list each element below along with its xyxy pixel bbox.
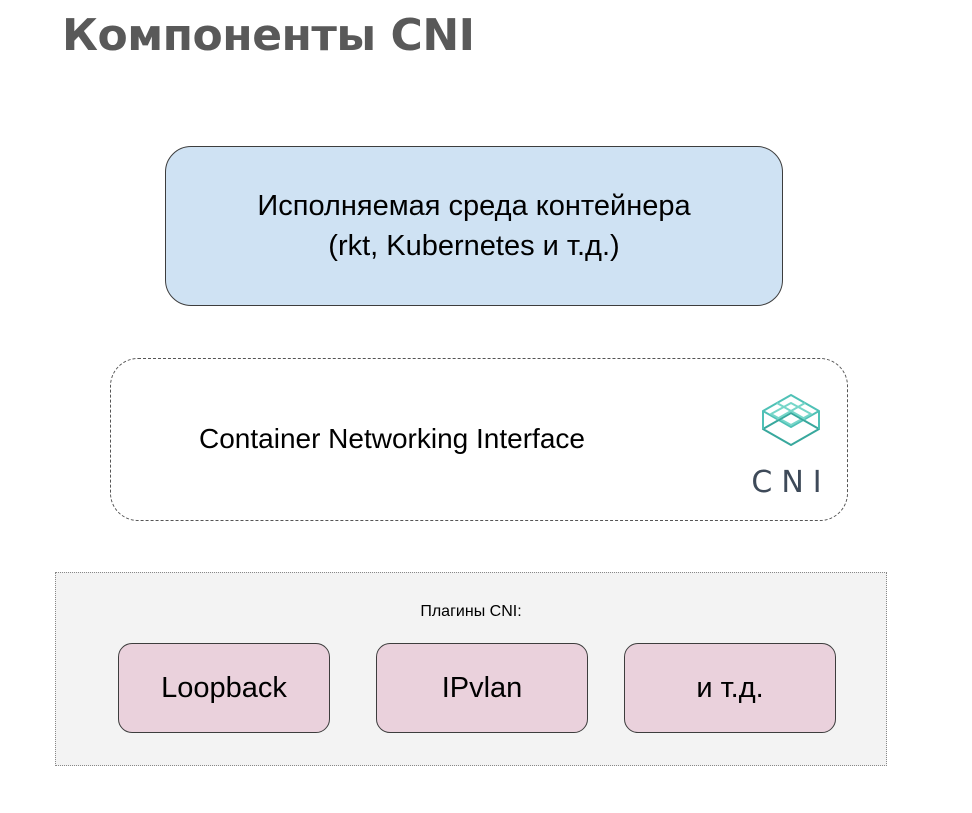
cni-box: Container Networking Interface CNI <box>110 358 848 521</box>
plugin-ipvlan: IPvlan <box>376 643 588 733</box>
runtime-line-1: Исполняемая среда контейнера <box>257 190 691 222</box>
cni-logo: CNI <box>741 387 841 505</box>
cni-logo-icon <box>762 394 820 446</box>
page-title: Компоненты CNI <box>62 10 475 61</box>
runtime-line-2: (rkt, Kubernetes и т.д.) <box>328 230 620 262</box>
plugins-panel: Плагины CNI: Loopback IPvlan и т.д. <box>55 572 887 766</box>
container-runtime-box: Исполняемая среда контейнера (rkt, Kuber… <box>165 146 783 306</box>
cni-label: Container Networking Interface <box>199 423 585 454</box>
plugin-loopback: Loopback <box>118 643 330 733</box>
plugin-etc: и т.д. <box>624 643 836 733</box>
plugins-label: Плагины CNI: <box>420 603 522 620</box>
cni-logo-text: CNI <box>751 465 831 500</box>
